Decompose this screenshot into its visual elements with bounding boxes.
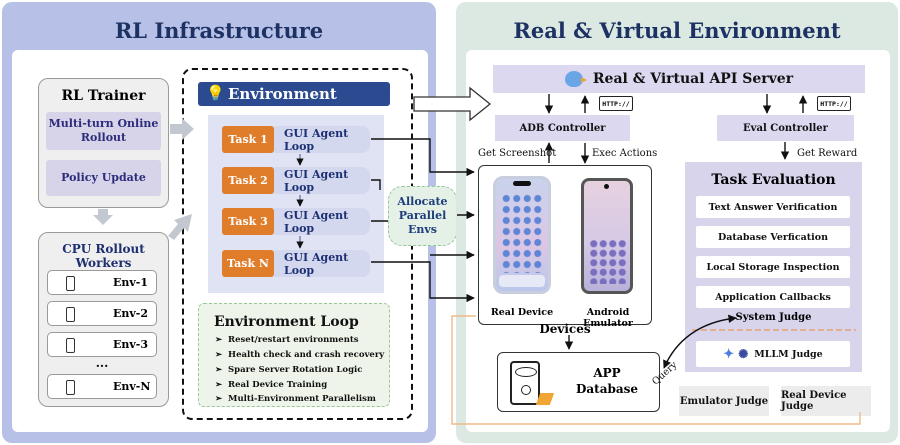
database-icon [510, 361, 555, 405]
feedback-line [451, 315, 861, 425]
phone-icon [66, 338, 75, 353]
env-item: Env-2 [47, 301, 157, 326]
gui-agent-loop: GUI Agent Loop [274, 208, 370, 235]
query-arrow [663, 314, 737, 369]
android-emulator-label: Android Emulator [583, 307, 633, 329]
gui-agent-loop: GUI Agent Loop [274, 126, 370, 153]
devices-label: Devices [539, 322, 591, 336]
env-item: Env-3 [47, 332, 157, 357]
evaluation-item: Text Answer Verification [696, 196, 850, 218]
environment-loop-item: ➢ Multi-Environment Parallelism [215, 394, 376, 404]
environment-loop-item: ➢ Reset/restart environments [215, 335, 359, 345]
adb-controller: ADB Controller [495, 115, 630, 141]
emulator-judge: Emulator Judge [679, 386, 769, 416]
environment-loop-item: ➢ Health check and crash recovery [215, 350, 385, 360]
env-item: Env-N [47, 374, 157, 399]
phone-icon [66, 380, 75, 395]
task-label: Task N [222, 250, 274, 277]
environment-manager-header: 💡 Environment Manager [198, 82, 390, 121]
rl-trainer-title: RL Trainer [61, 88, 146, 104]
real-device-judge: Real Device Judge [781, 386, 871, 416]
bird-mascot-icon [564, 71, 587, 87]
task-label: Task 3 [222, 208, 274, 235]
hollow-arrow [413, 86, 492, 122]
real-device-phone [493, 176, 551, 294]
http-icon: HTTP:// [599, 96, 633, 111]
rl-infrastructure-title: RL Infrastructure [114, 18, 324, 43]
real-device-label: Real Device [490, 307, 554, 318]
phone-icon [66, 276, 75, 291]
environment-loop-item: ➢ Spare Server Rotation Logic [215, 365, 363, 375]
env-ellipsis: ... [95, 356, 109, 370]
evaluation-item: Local Storage Inspection [696, 256, 850, 278]
cpu-rollout-workers-title: CPU Rollout Workers [62, 242, 145, 270]
task-label: Task 2 [222, 167, 274, 194]
policy-update-step: Policy Update [46, 160, 161, 196]
phone-icon [66, 307, 75, 322]
loop-to-device [371, 138, 475, 177]
env-item: Env-1 [47, 270, 157, 295]
rollout-step: Multi-turn Online Rollout [46, 112, 161, 150]
gray-arrow-down [93, 209, 113, 225]
gui-agent-loop: GUI Agent Loop [274, 167, 370, 194]
loop-to-device [371, 179, 381, 190]
exec-actions-label: Exec Actions [592, 148, 658, 159]
gray-arrow-diagonal [168, 214, 192, 240]
http-icon: HTTP:// [817, 96, 851, 111]
system-judge-label: System Judge [735, 312, 812, 323]
app-database-label: APP Database [575, 366, 639, 396]
environment-loop-item: ➢ Real Device Training [215, 380, 328, 390]
task-evaluation-title: Task Evaluation [711, 172, 836, 188]
evaluation-item: Application Callbacks [696, 286, 850, 308]
openai-knot-icon: ✺ [738, 347, 749, 361]
api-server-box: Real & Virtual API Server [493, 65, 865, 93]
environment-loop-title: Environment Loop [214, 314, 359, 330]
eval-controller: Eval Controller [717, 115, 854, 141]
api-server-label: Real & Virtual API Server [592, 71, 794, 87]
android-emulator-phone [581, 178, 633, 294]
get-reward-label: Get Reward [797, 148, 858, 159]
gray-arrow-right [170, 118, 194, 140]
get-screenshot-label: Get Screenshot [478, 148, 557, 159]
real-virtual-environment-title: Real & Virtual Environment [513, 18, 841, 43]
gui-agent-loop: GUI Agent Loop [274, 250, 370, 277]
task-label: Task 1 [222, 126, 274, 153]
environment-loop-box: Environment Loop ➢ Reset/restart environ… [198, 303, 390, 407]
evaluation-item: Database Verfication [696, 226, 850, 248]
lightbulb-icon: 💡 [206, 84, 225, 102]
loop-to-device [371, 261, 475, 303]
